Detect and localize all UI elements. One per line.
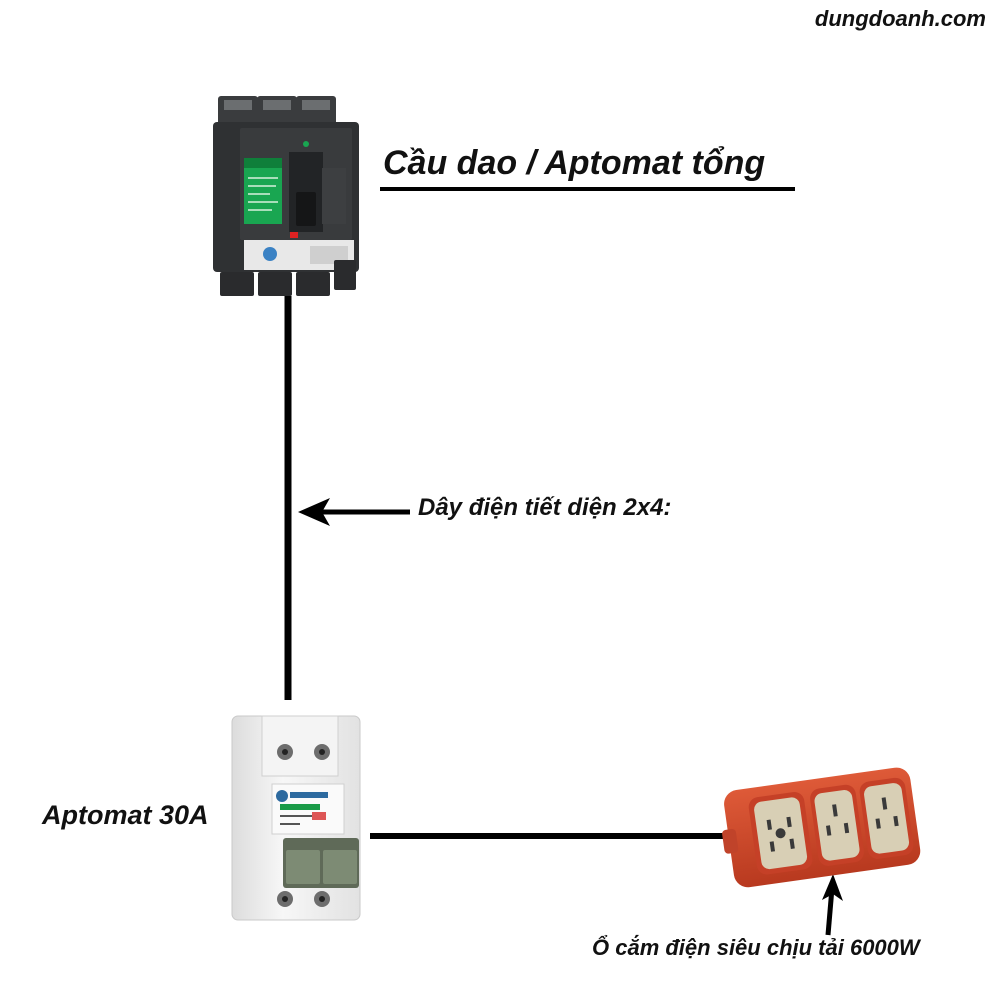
branch-breaker [231, 715, 361, 921]
wire-arrow [298, 498, 410, 526]
main-breaker-label: Cầu dao / Aptomat tổng [383, 144, 766, 182]
power-socket [722, 767, 921, 888]
socket-label: Ổ cắm điện siêu chịu tải 6000W [592, 935, 920, 960]
socket-arrow [822, 874, 843, 936]
watermark-text: dungdoanh.com [814, 6, 986, 31]
main-breaker [213, 96, 359, 296]
wire-label: Dây điện tiết diện 2x4: [418, 494, 672, 521]
aptomat-label: Aptomat 30A [42, 800, 209, 830]
